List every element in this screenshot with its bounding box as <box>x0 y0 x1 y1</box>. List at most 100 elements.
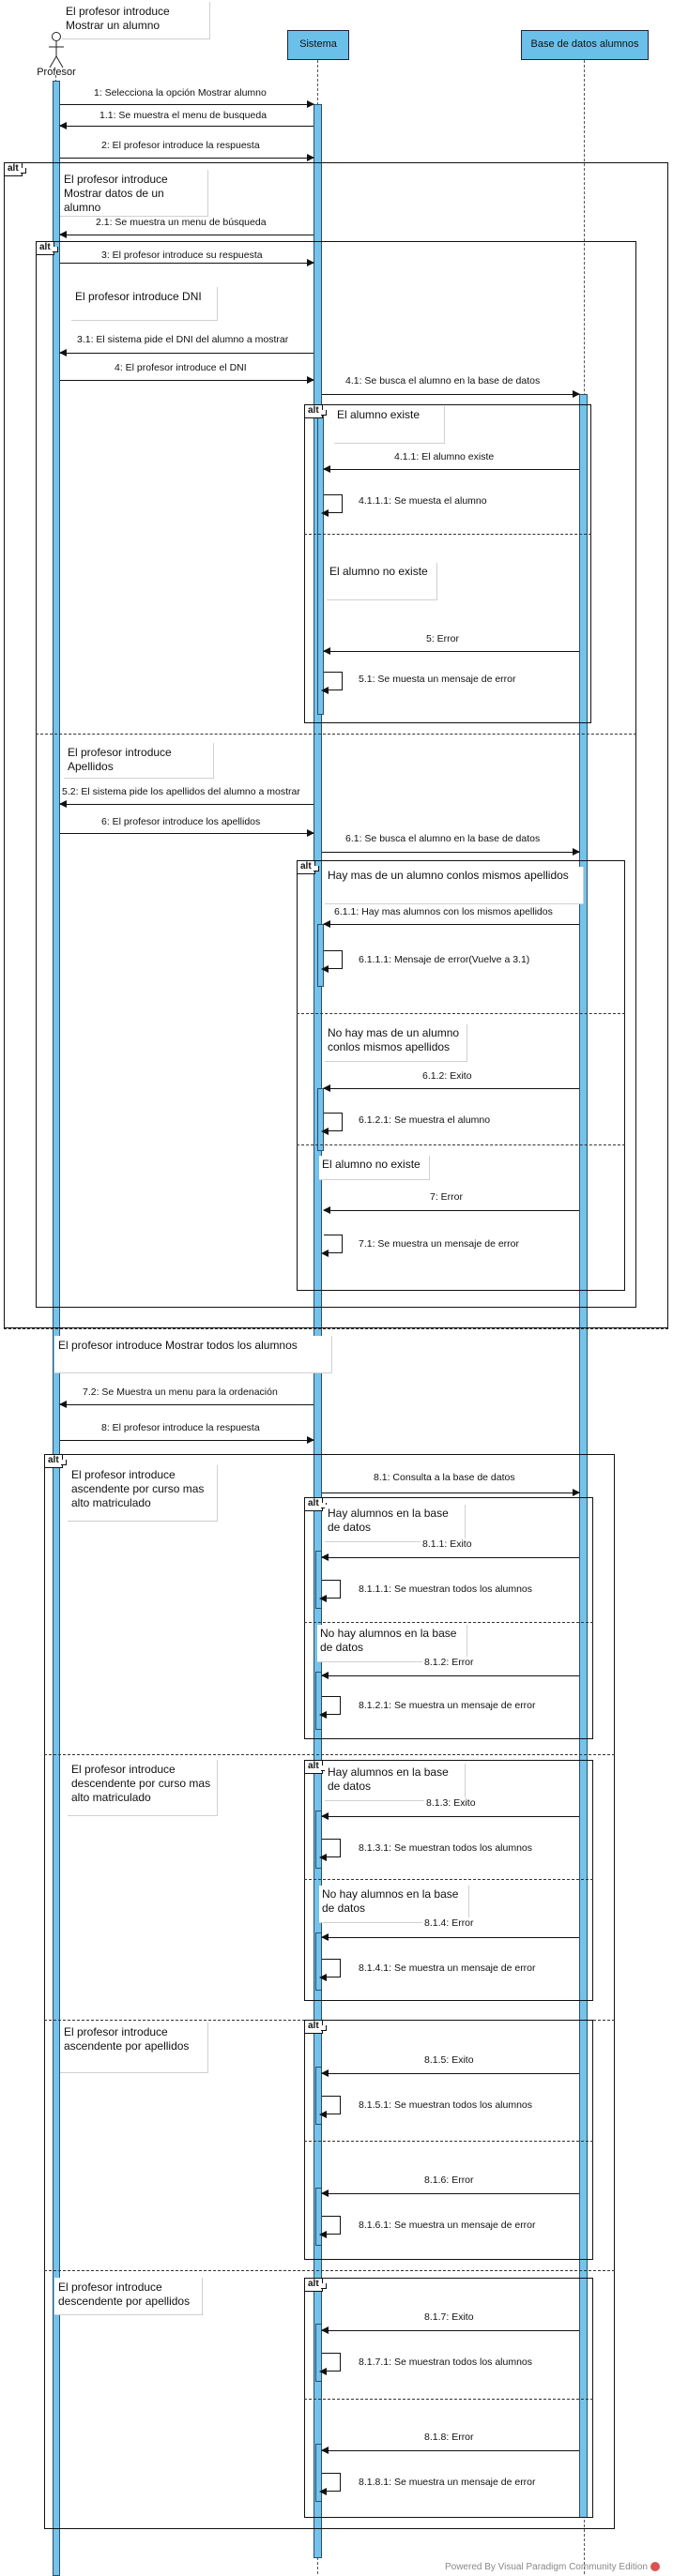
guard-no-hay-alumnos-1: No hay alumnos en la base de datos <box>317 1625 467 1662</box>
visual-paradigm-logo-icon <box>650 2562 660 2572</box>
message-label: 6.1.2: Exito <box>421 1070 474 1082</box>
guard-mas-de-un-alumno: Hay mas de un alumno conlos mismos apell… <box>325 867 584 904</box>
message-label: 8.1.6.1: Se muestra un mensaje de error <box>357 2220 538 2231</box>
alt-separator-desc-curso <box>304 1879 593 1880</box>
message-label: 8.1.6: Error <box>422 2174 476 2186</box>
self-message-arrow <box>321 1113 343 1135</box>
message-arrow <box>60 100 314 108</box>
message-arrow <box>321 1553 579 1561</box>
message-label: 8: El profesor introduce la respuesta <box>99 1422 262 1433</box>
message-arrow <box>60 154 314 161</box>
note-desc-apellidos: El profesor introduce descendente por ap… <box>54 2278 203 2315</box>
message-label: 5: Error <box>424 633 462 644</box>
guard-alumno-existe: El alumno existe <box>334 406 445 444</box>
actor-label: Profesor <box>37 67 76 78</box>
message-arrow <box>59 800 314 808</box>
sistema-activation-9 <box>315 2067 322 2125</box>
message-label: 6.1.1: Hay mas alumnos con los mismos ap… <box>332 906 555 917</box>
message-arrow <box>59 1401 314 1408</box>
message-arrow <box>59 122 314 129</box>
message-label: 8.1.8: Error <box>422 2432 476 2443</box>
message-label: 4: El profesor introduce el DNI <box>113 362 249 373</box>
note-mostrar-datos: El profesor introduce Mostrar datos de u… <box>60 170 208 217</box>
message-label: 3: El profesor introduce su respuesta <box>99 250 265 261</box>
lifeline-sistema[interactable]: Sistema <box>287 30 349 60</box>
message-label: 8.1.3.1: Se muestran todos los alumnos <box>357 1842 535 1854</box>
alt-separator-apellidos-2 <box>297 1144 625 1145</box>
message-arrow <box>60 1436 314 1444</box>
self-message-arrow <box>319 1959 341 1981</box>
alt-separator-dni-apellidos <box>36 734 636 735</box>
alt-separator-todos-3 <box>44 2270 615 2271</box>
message-arrow <box>321 2447 579 2454</box>
message-label: 8.1.7.1: Se muestran todos los alumnos <box>357 2356 535 2368</box>
message-label: 8.1.2.1: Se muestra un mensaje de error <box>357 1700 538 1711</box>
message-label: 8.1: Consulta a la base de datos <box>372 1472 517 1483</box>
message-arrow <box>59 349 314 356</box>
note-dni: El profesor introduce DNI <box>71 287 218 321</box>
message-arrow <box>323 465 579 473</box>
footer-text: Powered By Visual Paradigm Community Edi… <box>444 2562 648 2572</box>
note-mostrar-todos: El profesor introduce Mostrar todos los … <box>54 1336 332 1373</box>
lifeline-base-de-datos[interactable]: Base de datos alumnos <box>521 30 649 60</box>
message-arrow <box>323 647 579 655</box>
note-asc-apellidos: El profesor introduce ascendente por ape… <box>60 2023 208 2073</box>
self-message-arrow <box>319 2473 341 2495</box>
message-label: 8.1.1: Exito <box>421 1538 474 1550</box>
message-label: 6.1.1.1: Mensaje de error(Vuelve a 3.1) <box>357 954 532 965</box>
footer-watermark: Powered By Visual Paradigm Community Edi… <box>445 2562 660 2572</box>
message-arrow <box>321 1812 579 1820</box>
alt-separator-apellidos-1 <box>297 1013 625 1014</box>
message-label: 5.2: El sistema pide los apellidos del a… <box>60 786 302 797</box>
message-label: 6: El profesor introduce los apellidos <box>99 816 263 827</box>
message-label: 2: El profesor introduce la respuesta <box>99 140 262 151</box>
self-message-arrow <box>319 1696 341 1719</box>
message-label: 8.1.8.1: Se muestra un mensaje de error <box>357 2477 538 2488</box>
sistema-activation-6 <box>315 1672 322 1730</box>
message-arrow <box>323 1084 579 1092</box>
message-label: 7: Error <box>428 1191 466 1203</box>
alt-tag: alt <box>297 860 319 874</box>
self-message-arrow <box>319 1580 341 1602</box>
message-label: 8.1.5.1: Se muestran todos los alumnos <box>357 2099 535 2111</box>
alt-separator-todos-1 <box>44 1754 615 1755</box>
message-label: 8.1.4: Error <box>422 1917 476 1929</box>
message-label: 7.1: Se muestra un mensaje de error <box>357 1238 522 1250</box>
message-label: 7.2: Se Muestra un menu para la ordenaci… <box>81 1386 280 1398</box>
guard-alumno-no-existe-2: El alumno no existe <box>319 1156 430 1180</box>
message-label: 1.1: Se muestra el menu de busqueda <box>98 110 269 121</box>
alt-frame-desc-apellidos: alt <box>304 2278 593 2518</box>
message-label: 8.1.2: Error <box>422 1657 476 1668</box>
message-arrow <box>323 1206 579 1214</box>
guard-no-hay-alumnos-2: No hay alumnos en la base de datos <box>319 1886 469 1923</box>
message-arrow <box>321 2190 579 2197</box>
alt-tag: alt <box>304 1497 327 1511</box>
message-arrow <box>60 376 314 384</box>
message-arrow <box>321 2069 579 2077</box>
message-label: 6.1.2.1: Se muestra el alumno <box>357 1114 493 1126</box>
message-label: 8.1.4.1: Se muestra un mensaje de error <box>357 1962 538 1974</box>
message-arrow <box>60 259 314 266</box>
message-label: 8.1.1.1: Se muestran todos los alumnos <box>357 1583 535 1595</box>
message-label: 3.1: El sistema pide el DNI del alumno a… <box>75 334 291 345</box>
self-message-arrow <box>321 494 343 517</box>
guard-hay-alumnos-1: Hay alumnos en la base de datos <box>325 1505 466 1542</box>
message-label: 2.1: Se muestra un menu de búsqueda <box>94 217 268 228</box>
alt-tag: alt <box>4 162 26 176</box>
alt-separator-asc-curso <box>304 1622 593 1623</box>
self-message-arrow <box>321 672 343 694</box>
alt-frame-todos: alt <box>44 1454 615 2529</box>
sistema-activation-11 <box>315 2324 322 2382</box>
sistema-activation-5 <box>315 1551 322 1609</box>
message-label: 4.1: Se busca el alumno en la base de da… <box>344 375 543 386</box>
self-message-arrow <box>319 2216 341 2238</box>
self-message-arrow <box>319 2353 341 2375</box>
message-arrow <box>321 1672 579 1679</box>
alt-frame-outer: alt <box>4 162 668 1328</box>
message-label: 4.1.1: El alumno existe <box>392 451 497 462</box>
alt-tag: alt <box>304 1760 327 1774</box>
self-message-arrow <box>319 2096 341 2118</box>
message-arrow <box>321 1933 579 1941</box>
sistema-activation-7 <box>315 1811 322 1869</box>
alt-tag: alt <box>304 404 327 418</box>
